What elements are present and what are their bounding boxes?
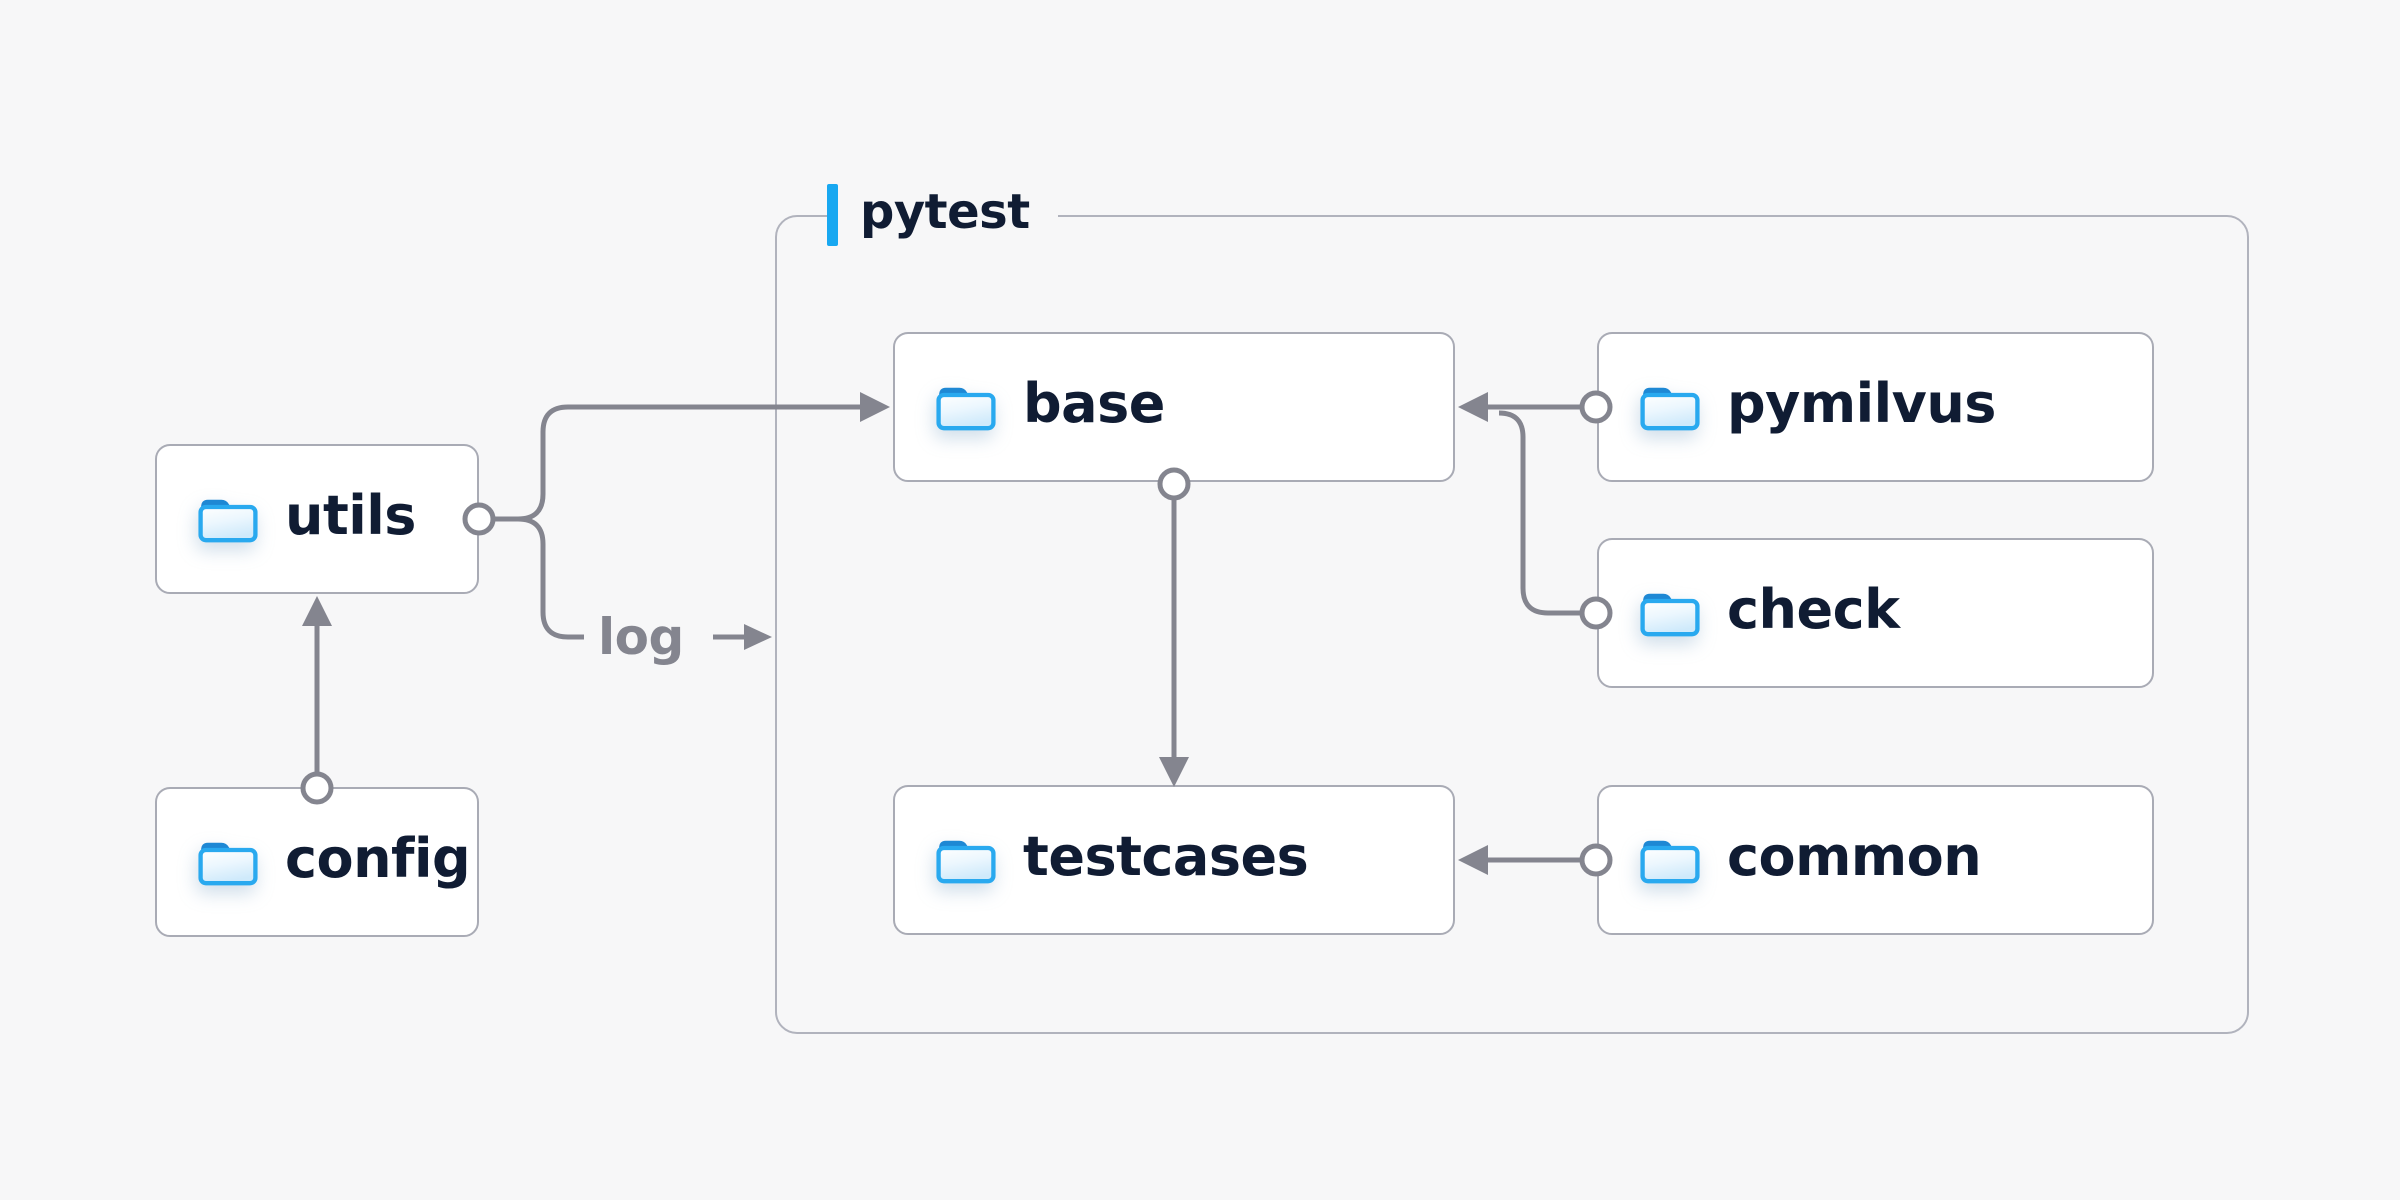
node-common-label: common [1727,825,1982,888]
folder-icon [197,494,259,544]
node-check-label: check [1727,578,1900,641]
node-config-label: config [285,827,471,890]
folder-icon [1639,588,1701,638]
node-testcases: testcases [893,785,1455,935]
pytest-group-label: pytest [827,184,1058,246]
folder-icon [935,835,997,885]
node-config: config [155,787,479,937]
node-testcases-label: testcases [1023,825,1309,888]
node-pymilvus: pymilvus [1597,332,2154,482]
edge-log-arrow [713,624,772,650]
arrowhead-right [744,624,772,650]
log-edge-label: log [592,601,690,673]
node-base-label: base [1023,372,1165,435]
folder-icon [935,382,997,432]
node-base: base [893,332,1455,482]
folder-icon [1639,835,1701,885]
folder-icon [197,837,259,887]
node-common: common [1597,785,2154,935]
pytest-group-title: pytest [860,184,1030,240]
folder-icon [1639,382,1701,432]
node-check: check [1597,538,2154,688]
pytest-group-box [775,215,2249,1034]
node-utils-label: utils [285,484,416,547]
node-utils: utils [155,444,479,594]
edge-config-utils [300,596,334,805]
accent-bar [827,184,838,246]
arrowhead-up [302,596,332,626]
node-pymilvus-label: pymilvus [1727,372,1996,435]
